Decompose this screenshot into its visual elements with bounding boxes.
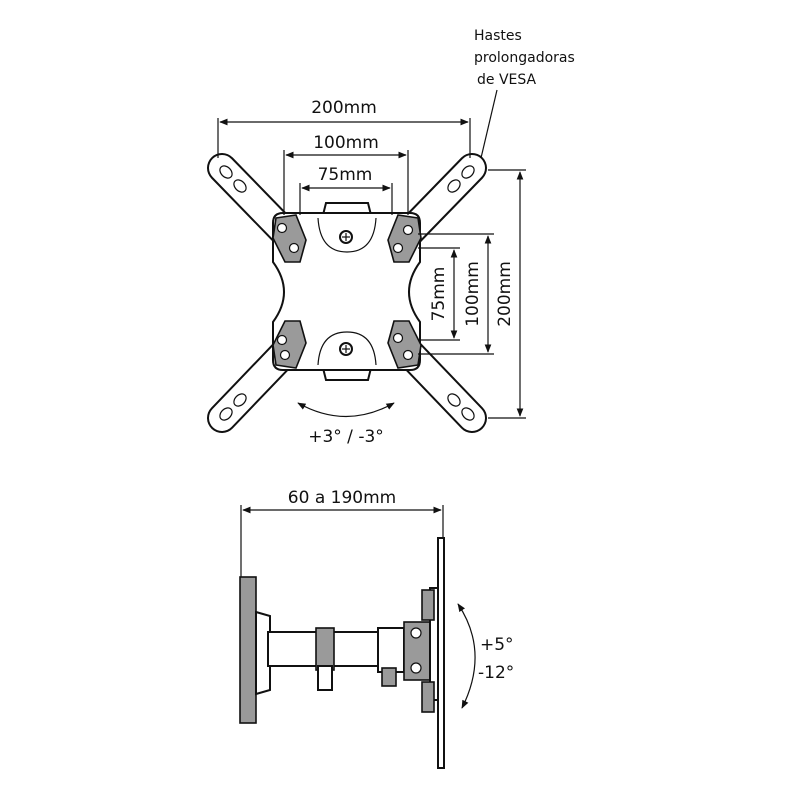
joint-knob: [381, 667, 397, 687]
center-screw-top: [339, 230, 353, 244]
bottom-bump: [317, 331, 377, 366]
wall-bracket: [255, 610, 271, 696]
dimension-75mm-horizontal: 75mm: [299, 165, 393, 215]
tv-plate-bracket-bottom: [421, 681, 435, 713]
vesa-extension-annotation: Hastes prolongadoras de VESA: [474, 28, 575, 159]
dimension-extension: 60 a 190mm: [240, 488, 444, 580]
rotation-indicator: +3° / -3°: [297, 402, 395, 447]
tv-plate-bracket-top: [421, 589, 435, 621]
tilt-indicator: +5° -12°: [457, 603, 514, 709]
dim-200mm-v-label: 200mm: [495, 261, 515, 327]
rotation-label: +3° / -3°: [308, 427, 384, 447]
annotation-leader-line: [480, 89, 498, 159]
joint-housing: [377, 627, 405, 673]
dimension-200mm-vertical: 200mm: [488, 169, 526, 419]
tilt-down-label: -12°: [478, 663, 514, 683]
annotation-line-1: Hastes: [474, 28, 522, 44]
tilt-screw-top: [410, 627, 422, 639]
tilt-up-label: +5°: [480, 635, 514, 655]
side-view: 60 a 190mm +5° -12°: [239, 488, 514, 769]
wall-plate: [239, 576, 257, 724]
dim-75mm-v-label: 75mm: [429, 267, 449, 322]
dimension-100mm-horizontal: 100mm: [283, 133, 409, 215]
corner-bracket-top-left: [272, 214, 307, 263]
top-bump: [317, 217, 377, 253]
tilt-screw-bottom: [410, 662, 422, 674]
center-screw-bottom: [339, 342, 353, 356]
arm-clamp-lower: [317, 665, 333, 691]
annotation-line-3: de VESA: [477, 72, 537, 88]
annotation-line-2: prolongadoras: [474, 50, 575, 66]
corner-bracket-bottom-left: [272, 320, 307, 369]
dim-75mm-h-label: 75mm: [318, 165, 373, 185]
dim-100mm-v-label: 100mm: [463, 261, 483, 327]
tv-extension-rail: [437, 537, 445, 769]
corner-bracket-bottom-right: [387, 320, 422, 369]
arm-clamp: [315, 627, 335, 671]
dimension-100mm-vertical: 100mm: [418, 233, 494, 355]
front-view: 200mm 100mm 75mm 75mm 100mm: [207, 98, 526, 447]
corner-bracket-top-right: [387, 214, 422, 263]
dim-200mm-h-label: 200mm: [311, 98, 377, 118]
dimension-75mm-vertical: 75mm: [418, 247, 460, 341]
extension-label: 60 a 190mm: [288, 488, 396, 508]
dimension-200mm-horizontal: 200mm: [217, 98, 471, 158]
dim-100mm-h-label: 100mm: [313, 133, 379, 153]
